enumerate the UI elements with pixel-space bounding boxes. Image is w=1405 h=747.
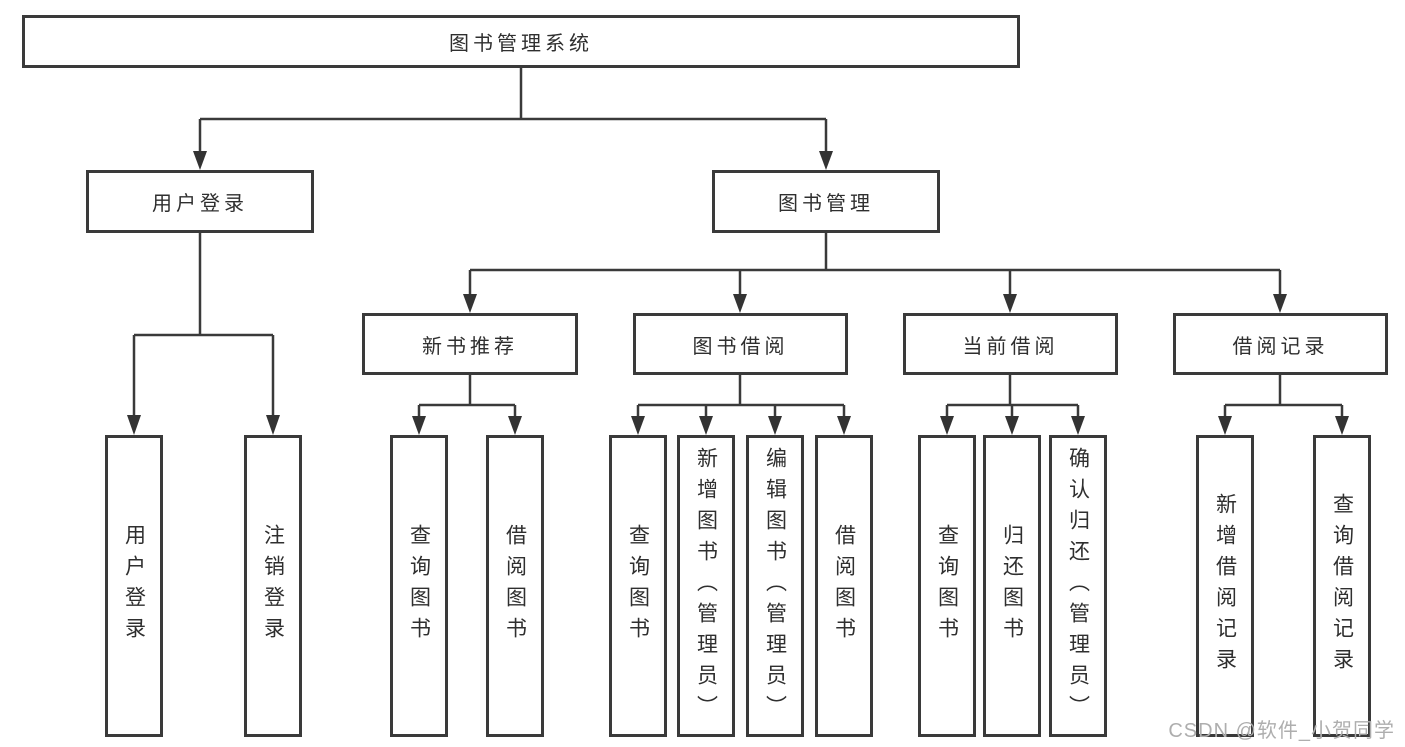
node-current-borrow: 当前借阅 — [903, 313, 1118, 375]
arrow-down-icon — [127, 415, 141, 435]
leaf-borrow-books-recommend: 借阅图书 — [486, 435, 544, 737]
node-label: 借阅记录 — [1232, 335, 1329, 358]
node-label: 用户登录 — [152, 193, 248, 215]
node-label: 新增借阅记录 — [1213, 493, 1237, 679]
node-label: 查询借阅记录 — [1330, 493, 1354, 679]
book-management-branch-connector — [463, 233, 1287, 313]
node-label: 归还图书 — [1000, 524, 1024, 648]
node-label: 当前借阅 — [962, 335, 1059, 358]
node-root-system: 图书管理系统 — [22, 15, 1020, 68]
arrow-down-icon — [819, 151, 833, 170]
node-borrow-records: 借阅记录 — [1173, 313, 1388, 375]
arrow-down-icon — [193, 151, 207, 170]
node-label: 查询图书 — [407, 524, 431, 648]
node-new-book-recommend: 新书推荐 — [362, 313, 578, 375]
arrow-down-icon — [768, 416, 782, 435]
leaf-add-books-admin: 新增图书（管理员） — [677, 435, 735, 737]
leaf-add-borrow-record: 新增借阅记录 — [1196, 435, 1254, 737]
leaf-user-login: 用户登录 — [105, 435, 163, 737]
node-label: 查询图书 — [626, 524, 650, 648]
arrow-down-icon — [1005, 416, 1019, 435]
leaf-logout: 注销登录 — [244, 435, 302, 737]
node-label: 查询图书 — [935, 524, 959, 648]
leaf-confirm-return-admin: 确认归还（管理员） — [1049, 435, 1107, 737]
node-label: 编辑图书（管理员） — [763, 446, 787, 726]
arrow-down-icon — [631, 416, 645, 435]
book-borrow-branch-connector — [631, 375, 851, 435]
node-label: 图书借阅 — [692, 335, 789, 358]
current-borrow-branch-connector — [940, 375, 1085, 435]
arrow-down-icon — [412, 416, 426, 435]
watermark-text: CSDN @软件_小贺同学 — [1168, 720, 1395, 742]
node-label: 新书推荐 — [422, 335, 518, 358]
node-label: 用户登录 — [122, 524, 146, 648]
user-login-branch-connector — [127, 233, 280, 435]
leaf-edit-books-admin: 编辑图书（管理员） — [746, 435, 804, 737]
node-label: 图书管理系统 — [449, 33, 593, 55]
node-label: 新增图书（管理员） — [694, 446, 718, 726]
arrow-down-icon — [1071, 416, 1085, 435]
node-book-borrow: 图书借阅 — [633, 313, 848, 375]
node-label: 借阅图书 — [503, 524, 527, 648]
leaf-query-borrow-record: 查询借阅记录 — [1313, 435, 1371, 737]
node-label: 借阅图书 — [832, 524, 856, 648]
arrow-down-icon — [1003, 294, 1017, 313]
leaf-query-books-borrow: 查询图书 — [609, 435, 667, 737]
root-branch-connector — [193, 68, 833, 170]
arrow-down-icon — [1335, 416, 1349, 435]
node-book-management: 图书管理 — [712, 170, 940, 233]
node-label: 确认归还（管理员） — [1066, 446, 1090, 726]
leaf-query-books-current: 查询图书 — [918, 435, 976, 737]
arrow-down-icon — [508, 416, 522, 435]
leaf-return-books: 归还图书 — [983, 435, 1041, 737]
arrow-down-icon — [837, 416, 851, 435]
leaf-query-books-recommend: 查询图书 — [390, 435, 448, 737]
arrow-down-icon — [1218, 416, 1232, 435]
new-book-recommend-branch-connector — [412, 375, 522, 435]
arrow-down-icon — [1273, 294, 1287, 313]
node-label: 图书管理 — [778, 193, 874, 215]
arrow-down-icon — [733, 294, 747, 313]
arrow-down-icon — [266, 415, 280, 435]
borrow-records-branch-connector — [1218, 375, 1349, 435]
node-user-login: 用户登录 — [86, 170, 314, 233]
arrow-down-icon — [463, 294, 477, 313]
arrow-down-icon — [940, 416, 954, 435]
node-label: 注销登录 — [261, 524, 285, 648]
arrow-down-icon — [699, 416, 713, 435]
leaf-borrow-books: 借阅图书 — [815, 435, 873, 737]
